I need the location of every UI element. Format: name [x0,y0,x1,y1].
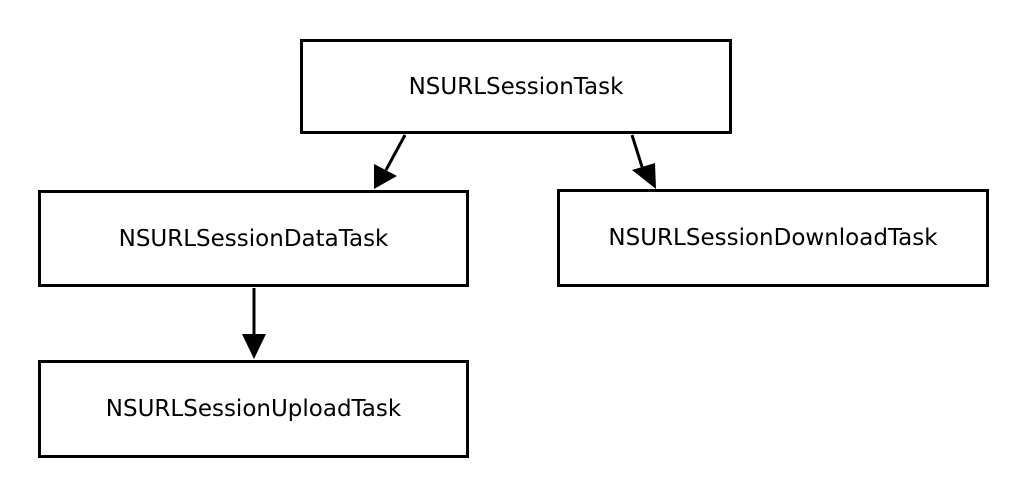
edge-task-to-download-arrowhead [632,163,656,189]
edge-task-to-download-line [630,134,645,171]
edge-data-to-upload [242,288,266,359]
edge-task-to-data-line [384,134,407,171]
edge-task-to-data-arrowhead [374,164,397,189]
node-nsurlsessiondownloadtask: NSURLSessionDownloadTask [557,189,989,287]
node-label: NSURLSessionTask [408,73,624,100]
edge-task-to-data [374,134,407,189]
edge-task-to-download [630,134,656,189]
node-label: NSURLSessionUploadTask [105,396,402,422]
node-nsurlsessiontask: NSURLSessionTask [300,39,732,134]
node-nsurlsessiondatatask: NSURLSessionDataTask [38,190,469,287]
node-label: NSURLSessionDataTask [118,225,389,252]
node-label: NSURLSessionDownloadTask [608,225,938,251]
edge-data-to-upload-arrowhead [242,334,266,359]
node-nsurlsessionuploadtask: NSURLSessionUploadTask [38,360,469,458]
